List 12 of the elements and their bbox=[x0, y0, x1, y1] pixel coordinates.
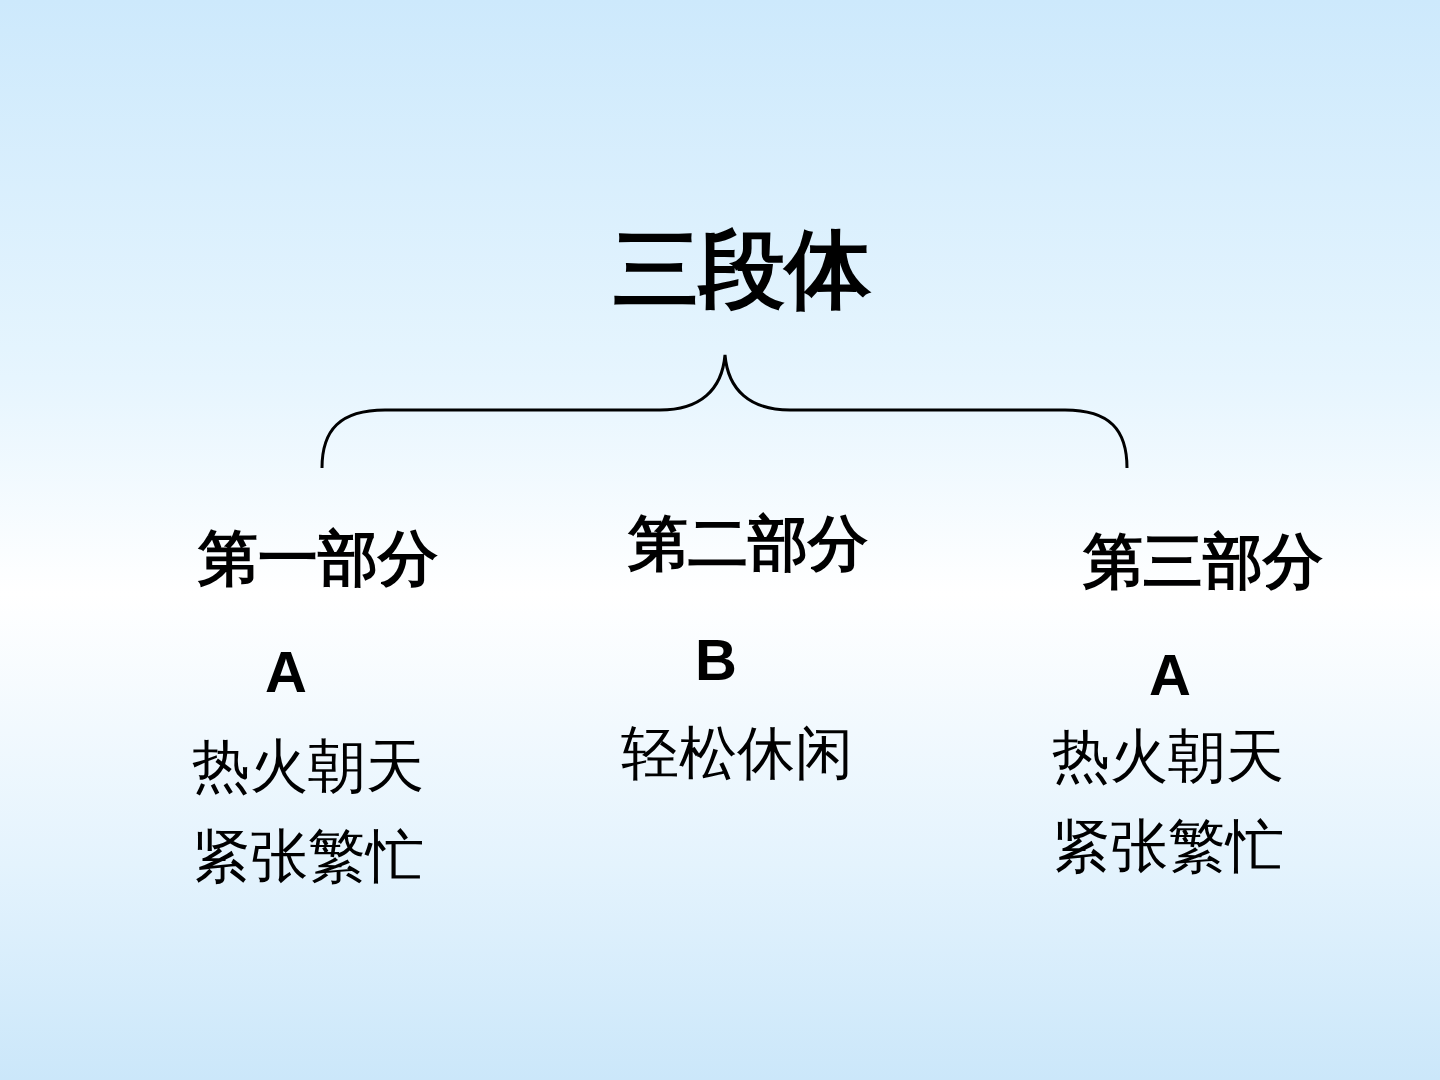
section-heading: 第二部分 bbox=[628, 510, 868, 576]
section-letter: B bbox=[695, 628, 737, 692]
title: 三段体 bbox=[613, 222, 871, 317]
section-description: 紧张繁忙 bbox=[192, 825, 424, 889]
section-description: 热火朝天 bbox=[1052, 725, 1284, 789]
section-heading: 第三部分 bbox=[1083, 528, 1323, 594]
section-heading: 第一部分 bbox=[198, 525, 438, 591]
section-description: 轻松休闲 bbox=[621, 722, 853, 786]
section-description: 紧张繁忙 bbox=[1052, 815, 1284, 879]
section-letter: A bbox=[1149, 643, 1191, 707]
section-description: 热火朝天 bbox=[192, 735, 424, 799]
section-letter: A bbox=[265, 640, 307, 704]
